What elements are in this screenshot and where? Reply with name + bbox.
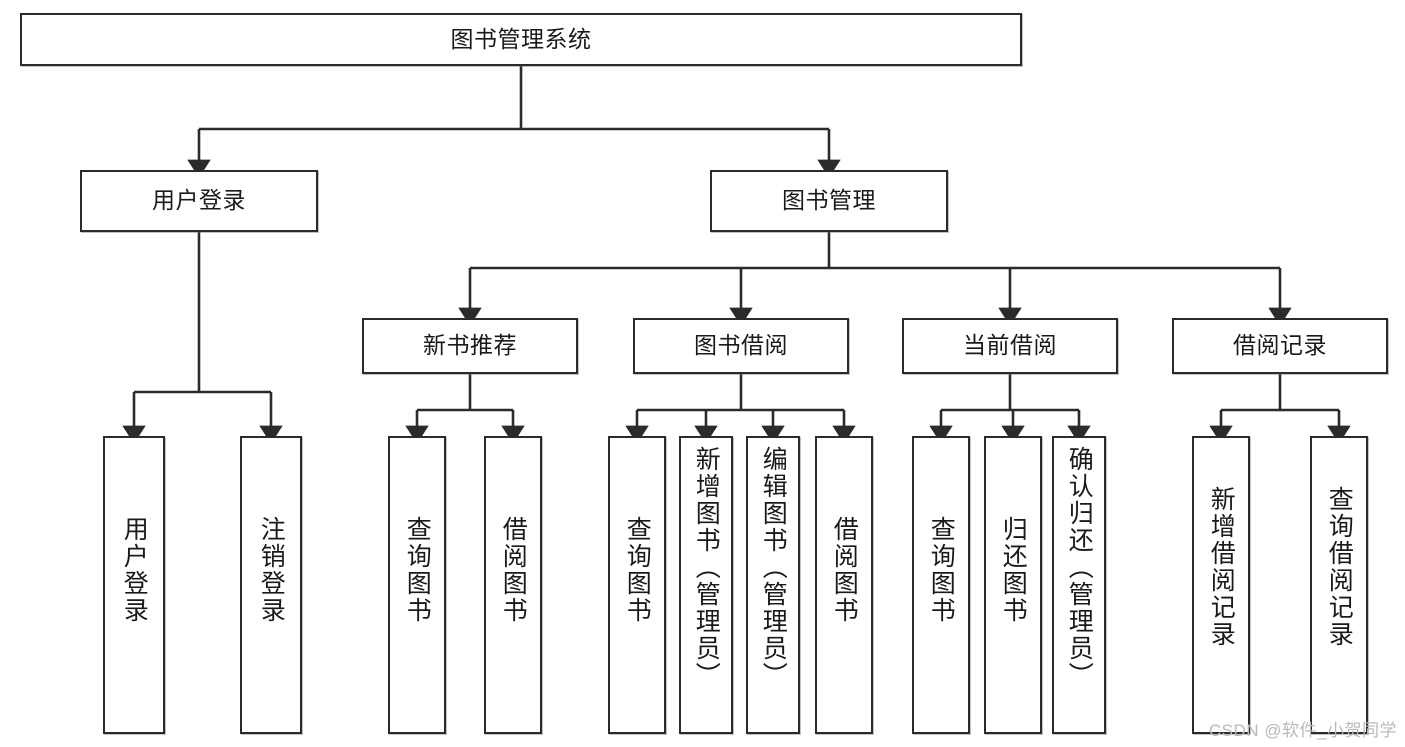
node-book-manage-label: 图书管理 <box>782 187 876 214</box>
node-leaf-query-record[interactable]: 查询借阅记录 <box>1310 436 1368 734</box>
node-leaf-edit-book-label: 编辑图书（管理员） <box>759 446 788 689</box>
node-leaf-borrow-book-2-label: 借阅图书 <box>830 516 859 624</box>
node-leaf-add-book-label: 新增图书（管理员） <box>692 446 721 689</box>
node-leaf-return-book-label: 归还图书 <box>999 516 1028 624</box>
node-current-borrow-label: 当前借阅 <box>963 332 1057 359</box>
node-book-manage[interactable]: 图书管理 <box>710 170 948 232</box>
node-leaf-return-book[interactable]: 归还图书 <box>984 436 1042 734</box>
node-leaf-query-book-2-label: 查询图书 <box>623 516 652 624</box>
node-leaf-add-book[interactable]: 新增图书（管理员） <box>679 436 733 734</box>
node-new-book-rec[interactable]: 新书推荐 <box>362 318 578 374</box>
node-root[interactable]: 图书管理系统 <box>20 13 1022 66</box>
node-leaf-add-record[interactable]: 新增借阅记录 <box>1192 436 1250 734</box>
node-leaf-query-book-3-label: 查询图书 <box>927 516 956 624</box>
node-leaf-user-logout[interactable]: 注销登录 <box>240 436 302 734</box>
node-borrow-record-label: 借阅记录 <box>1233 332 1327 359</box>
node-root-label: 图书管理系统 <box>450 25 592 52</box>
node-leaf-borrow-book-1-label: 借阅图书 <box>499 516 528 624</box>
node-leaf-confirm-return-label: 确认归还（管理员） <box>1065 446 1094 689</box>
node-borrow-record[interactable]: 借阅记录 <box>1172 318 1388 374</box>
node-new-book-rec-label: 新书推荐 <box>423 332 517 359</box>
node-book-borrow-label: 图书借阅 <box>694 332 788 359</box>
node-leaf-borrow-book-1[interactable]: 借阅图书 <box>484 436 542 734</box>
node-leaf-add-record-label: 新增借阅记录 <box>1207 486 1236 648</box>
node-book-borrow[interactable]: 图书借阅 <box>633 318 849 374</box>
node-leaf-query-book-2[interactable]: 查询图书 <box>608 436 666 734</box>
node-leaf-query-book-1[interactable]: 查询图书 <box>388 436 446 734</box>
node-leaf-user-logout-label: 注销登录 <box>257 516 286 624</box>
watermark-text: CSDN @软件_小贺同学 <box>1208 721 1397 740</box>
node-leaf-user-login[interactable]: 用户登录 <box>103 436 165 734</box>
node-leaf-borrow-book-2[interactable]: 借阅图书 <box>815 436 873 734</box>
node-leaf-query-book-3[interactable]: 查询图书 <box>912 436 970 734</box>
node-leaf-user-login-label: 用户登录 <box>120 516 149 624</box>
node-leaf-edit-book[interactable]: 编辑图书（管理员） <box>746 436 800 734</box>
node-leaf-confirm-return[interactable]: 确认归还（管理员） <box>1052 436 1106 734</box>
node-leaf-query-book-1-label: 查询图书 <box>403 516 432 624</box>
node-user-login[interactable]: 用户登录 <box>80 170 318 232</box>
node-current-borrow[interactable]: 当前借阅 <box>902 318 1118 374</box>
node-user-login-label: 用户登录 <box>152 187 246 214</box>
edges-group <box>122 66 1351 444</box>
node-leaf-query-record-label: 查询借阅记录 <box>1325 486 1354 648</box>
